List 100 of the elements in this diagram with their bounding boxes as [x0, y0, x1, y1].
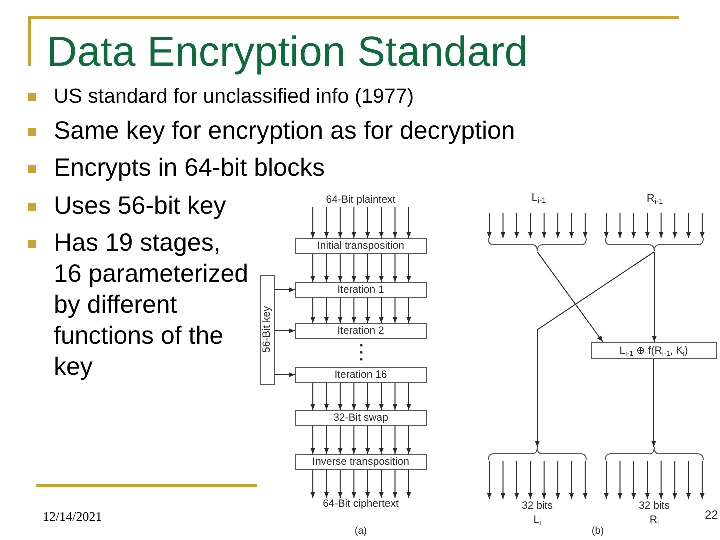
arrow [379, 470, 384, 498]
arrow [310, 470, 316, 498]
arrow [514, 460, 520, 500]
arrow [652, 358, 656, 448]
arrow [379, 206, 384, 238]
arrow [500, 460, 506, 500]
arrow [406, 298, 412, 324]
arrow [324, 382, 330, 410]
output-label: 32 bits L$_{i}$ [488, 499, 588, 527]
panel-label: (b) [592, 526, 604, 538]
arrow [406, 426, 412, 454]
arrow [338, 254, 343, 282]
arrow [569, 460, 574, 500]
arrow [324, 470, 330, 498]
arrow [542, 460, 547, 500]
arrow [392, 206, 398, 238]
arrow [582, 212, 588, 238]
arrow [392, 382, 398, 410]
arrow [338, 298, 343, 324]
arrow [406, 470, 412, 498]
curly-brace [488, 238, 587, 252]
arrow [542, 212, 547, 238]
arrow [338, 382, 343, 410]
arrow [352, 206, 357, 238]
process-box: Iteration 16 [295, 367, 427, 383]
arrow [556, 460, 561, 500]
arrow [310, 426, 316, 454]
arrow [631, 212, 636, 238]
arrow [310, 298, 316, 324]
arrow [392, 470, 398, 498]
arrow [338, 470, 343, 498]
process-box: Inverse transposition [295, 454, 427, 470]
arrow [338, 206, 343, 238]
arrow [274, 328, 296, 334]
process-box: Initial transposition [295, 238, 427, 254]
arrow [700, 460, 705, 500]
arrow [274, 288, 296, 292]
arrow [352, 470, 357, 498]
key-box: 56-Bit key [260, 275, 275, 385]
arrow [324, 426, 330, 454]
date-text: 12/14/2021 [43, 509, 102, 524]
arrow [537, 252, 604, 342]
process-box: L$_{i-1}$ ⊕ f(R$_{i-1}$, K$_{i}$) [591, 342, 717, 359]
arrow [365, 382, 370, 410]
curly-brace [605, 447, 704, 461]
arrow [528, 212, 534, 238]
arrow [672, 212, 678, 238]
arrow [392, 254, 398, 282]
arrow [686, 212, 692, 238]
arrow [631, 460, 636, 500]
arrow [352, 298, 357, 324]
panel-label: (a) [354, 526, 368, 538]
io-label: 64-Bit ciphertext [309, 498, 413, 511]
arrow [686, 460, 692, 500]
arrow [379, 382, 384, 410]
arrow [556, 212, 561, 238]
arrow [604, 460, 610, 500]
arrow [310, 206, 316, 238]
curly-brace [605, 238, 704, 252]
arrow [618, 212, 623, 238]
arrow [406, 382, 412, 410]
arrow [535, 252, 655, 448]
arrow [324, 254, 330, 282]
arrow [645, 212, 650, 238]
arrow [487, 460, 492, 500]
arrow [514, 212, 520, 238]
arrow [365, 254, 370, 282]
arrow [324, 298, 330, 324]
arrow [487, 212, 492, 238]
bullet-text: Uses 56-bit key [54, 191, 226, 222]
arrow [379, 254, 384, 282]
variable-label: R$_{i-1}$ [646, 192, 664, 206]
arrow [658, 212, 664, 238]
arrow [379, 426, 384, 454]
process-box: 32-Bit swap [295, 410, 427, 426]
process-box: Iteration 2 [295, 323, 427, 339]
page-number: 22 [705, 508, 718, 522]
arrow [324, 206, 330, 238]
arrow [352, 426, 357, 454]
arrow [310, 382, 316, 410]
bullet-text: Has 19 stages, 16 parameterized by different functions of the key [54, 228, 249, 383]
arrow [365, 470, 370, 498]
curly-brace [488, 447, 587, 461]
variable-label: L$_{i-1}$ [532, 191, 546, 205]
bullet-text: US standard for unclassified info (1977) [54, 84, 414, 110]
arrow [352, 382, 357, 410]
io-label: 64-Bit plaintext [309, 194, 413, 207]
arrow [582, 460, 588, 500]
arrow [500, 212, 506, 238]
arrow [658, 460, 664, 500]
arrow [379, 298, 384, 324]
arrow [700, 212, 705, 238]
arrow [406, 254, 412, 282]
process-box: Iteration 1 [295, 282, 427, 298]
arrow [274, 372, 296, 378]
slide-title: Data Encryption Standard [47, 31, 528, 73]
arrow [392, 426, 398, 454]
arrow [645, 460, 650, 500]
arrow [365, 426, 370, 454]
arrow [672, 460, 678, 500]
